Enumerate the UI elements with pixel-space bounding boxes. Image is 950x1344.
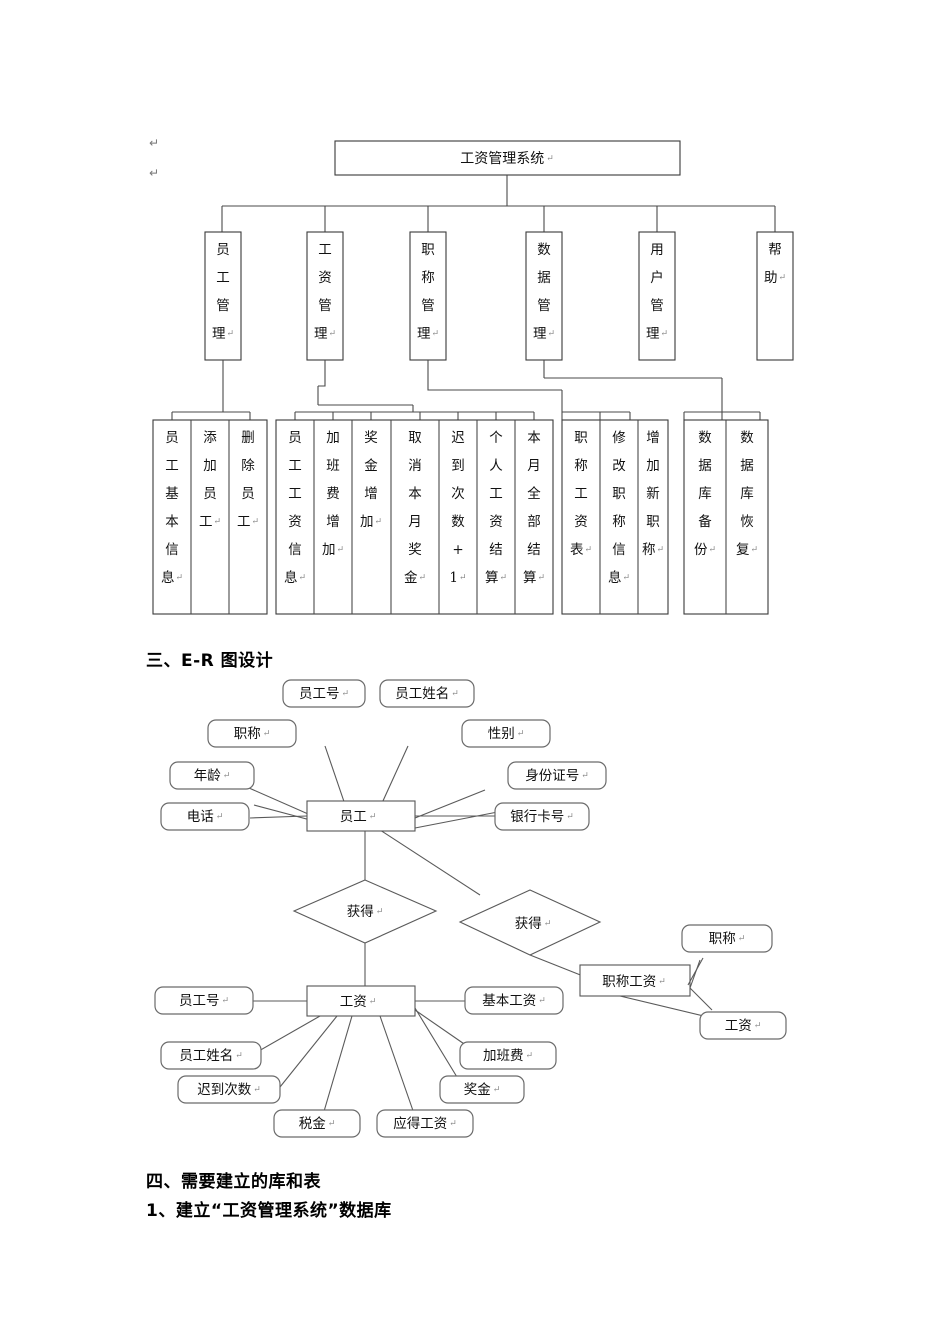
attr-salary-employee-name-box bbox=[160, 1041, 262, 1070]
attr-employee-gender-label: 性别↵ bbox=[488, 726, 525, 742]
leaf-label-month-all-settle: 本月全部结算↵ bbox=[523, 430, 545, 586]
leaf-label-add-employee: 添加员工↵ bbox=[199, 430, 221, 530]
section-heading-er: 三、E-R 图设计 bbox=[146, 651, 274, 671]
er-diagram: 员工↵ 员工号↵ 员工姓名↵ 职称↵ 性别↵ 年龄↵ 身份证号↵ 电话↵ 银行卡… bbox=[154, 679, 787, 1138]
attr-salary-base-box bbox=[464, 986, 564, 1015]
entity-employee-box bbox=[306, 800, 416, 832]
attr-employee-age-label: 年龄↵ bbox=[194, 768, 231, 784]
attr-salary-employee-id-label: 员工号↵ bbox=[179, 993, 229, 1009]
attr-salary-bonus-box bbox=[439, 1075, 525, 1104]
attr-employee-name-box bbox=[379, 679, 475, 708]
entity-salary-label: 工资↵ bbox=[340, 994, 377, 1010]
section-tables-item-1: 1、建立“工资管理系统”数据库 bbox=[146, 1201, 392, 1221]
level2-label-title-mgmt: 职称管理↵ bbox=[417, 242, 439, 342]
level2-label-employee-mgmt: 员工管理↵ bbox=[212, 242, 234, 342]
level2-box-help bbox=[756, 231, 794, 361]
attr-employee-id-label: 员工号↵ bbox=[299, 686, 349, 702]
leaf-label-db-restore: 数据库恢复↵ bbox=[736, 430, 758, 558]
attr-employee-idcard-box bbox=[507, 761, 607, 790]
level2-label-data-mgmt: 数据管理↵ bbox=[533, 242, 555, 342]
level2-box-data-mgmt bbox=[525, 231, 563, 361]
level2-box-user-mgmt bbox=[638, 231, 676, 361]
attr-employee-name-label: 员工姓名↵ bbox=[395, 686, 459, 702]
leaf-label-delete-employee: 删除员工↵ bbox=[237, 430, 259, 530]
attr-title-salary-salary-box bbox=[699, 1011, 787, 1040]
attr-employee-phone-label: 电话↵ bbox=[187, 809, 224, 825]
attr-salary-late-count-label: 迟到次数↵ bbox=[197, 1082, 261, 1098]
attr-salary-overtime-label: 加班费↵ bbox=[483, 1048, 533, 1064]
leaf-label-late-count-plus-one: 迟到次数+1↵ bbox=[449, 430, 466, 586]
level2-label-salary-mgmt: 工资管理↵ bbox=[314, 242, 336, 342]
attr-employee-gender-box bbox=[461, 719, 551, 748]
attr-salary-payable-box bbox=[376, 1109, 474, 1138]
attr-salary-overtime-box bbox=[459, 1041, 557, 1070]
attr-salary-tax-box bbox=[273, 1109, 361, 1138]
paragraph-mark: ↵ bbox=[149, 166, 160, 180]
attr-employee-title-box bbox=[207, 719, 297, 748]
attr-employee-title-label: 职称↵ bbox=[234, 726, 271, 742]
attr-salary-late-count-box bbox=[177, 1075, 281, 1104]
attr-salary-bonus-label: 奖金↵ bbox=[464, 1081, 501, 1098]
attr-title-salary-salary-label: 工资↵ bbox=[725, 1018, 762, 1034]
level2-label-help: 帮助↵ bbox=[764, 242, 786, 286]
leaf-label-title-salary-table: 职称工资表↵ bbox=[570, 430, 592, 558]
system-function-hierarchy-chart: 工资管理系统↵ 员工管理↵ 工资管理↵ 职称管理↵ 数据管理↵ 用户管理↵ 帮助… bbox=[152, 140, 794, 615]
section-heading-tables: 四、需要建立的库和表 bbox=[146, 1172, 321, 1192]
attr-title-salary-title-label: 职称↵ bbox=[709, 931, 746, 947]
attr-salary-employee-id-box bbox=[154, 986, 254, 1015]
leaf-label-modify-title-info: 修改职称信息↵ bbox=[608, 430, 630, 586]
attr-salary-base-label: 基本工资↵ bbox=[482, 992, 546, 1009]
level2-label-user-mgmt: 用户管理↵ bbox=[646, 242, 668, 342]
entity-title-salary-label: 职称工资↵ bbox=[602, 974, 666, 990]
leaf-label-employee-basic-info: 员工基本信息↵ bbox=[161, 430, 183, 586]
group-salary-container bbox=[275, 419, 554, 615]
leaf-label-employee-salary-info: 员工工资信息↵ bbox=[284, 430, 306, 586]
attr-title-salary-title-box bbox=[681, 924, 773, 953]
level2-box-salary-mgmt bbox=[306, 231, 344, 361]
attr-salary-tax-label: 税金↵ bbox=[299, 1116, 336, 1132]
entity-salary-box bbox=[306, 985, 416, 1017]
root-box bbox=[334, 140, 681, 176]
attr-employee-idcard-label: 身份证号↵ bbox=[525, 768, 589, 784]
attr-employee-bankcard-box bbox=[494, 802, 590, 831]
attr-salary-payable-label: 应得工资↵ bbox=[393, 1115, 457, 1132]
attr-employee-age-box bbox=[169, 761, 255, 790]
entity-title-salary-box bbox=[579, 964, 691, 997]
leaf-label-db-backup: 数据库备份↵ bbox=[694, 430, 716, 558]
attr-employee-id-box bbox=[282, 679, 366, 708]
relationship-obtain-2-label: 获得↵ bbox=[515, 915, 552, 932]
leaf-label-overtime-increase: 加班费增加↵ bbox=[322, 430, 344, 558]
leaf-label-bonus-increase: 奖金增加↵ bbox=[360, 429, 382, 530]
attr-employee-phone-box bbox=[160, 802, 250, 831]
level2-box-employee-mgmt bbox=[204, 231, 242, 361]
group-title-container bbox=[561, 419, 669, 615]
leaf-label-personal-salary-settle: 个人工资结算↵ bbox=[485, 430, 507, 586]
level2-box-title-mgmt bbox=[409, 231, 447, 361]
attr-salary-employee-name-label: 员工姓名↵ bbox=[179, 1048, 243, 1064]
group-employee-container bbox=[152, 419, 268, 615]
attr-employee-bankcard-label: 银行卡号↵ bbox=[510, 809, 574, 825]
leaf-label-add-new-title: 增加新职称↵ bbox=[642, 430, 664, 558]
entity-employee-label: 员工↵ bbox=[340, 809, 377, 825]
relationship-obtain-1-label: 获得↵ bbox=[347, 903, 384, 920]
root-box-label: 工资管理系统↵ bbox=[460, 151, 554, 167]
leaf-label-cancel-month-bonus: 取消本月奖金↵ bbox=[404, 430, 426, 586]
paragraph-mark: ↵ bbox=[149, 136, 160, 150]
